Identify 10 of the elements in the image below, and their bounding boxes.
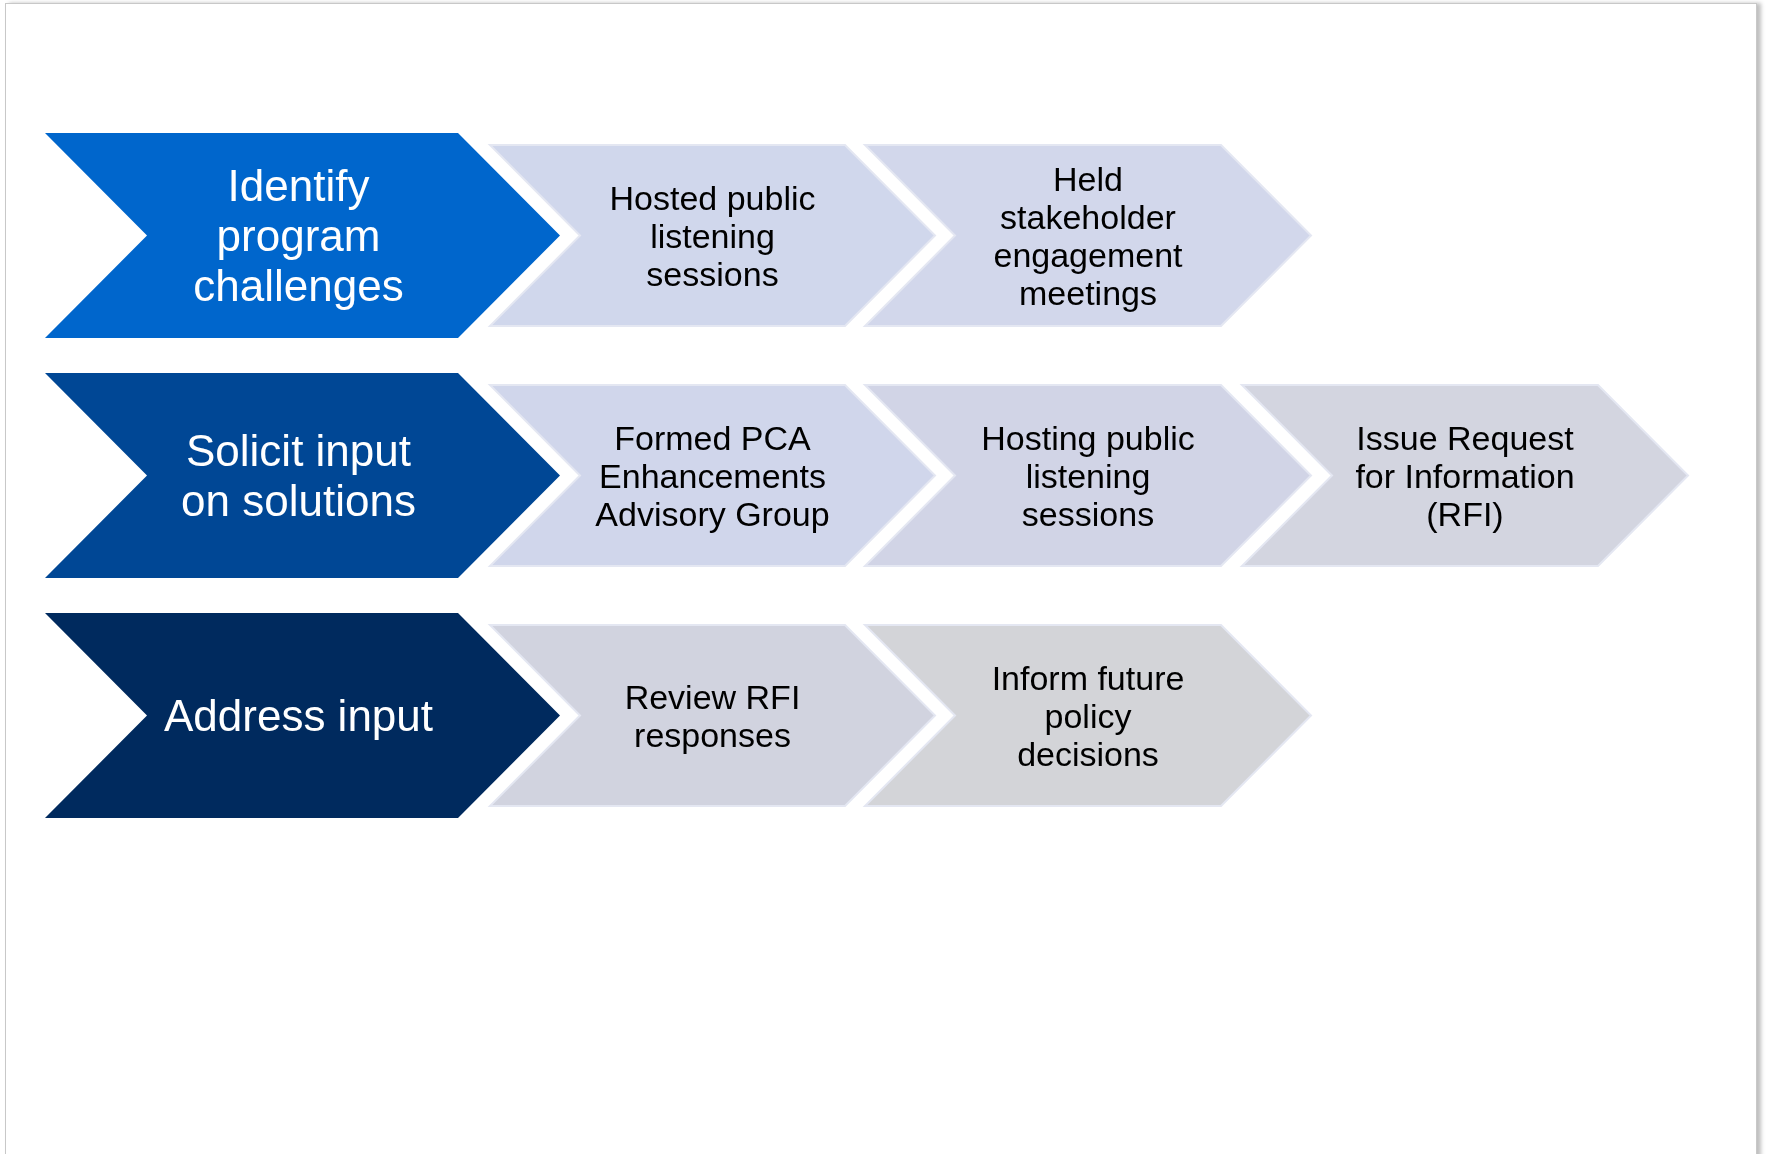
step-label: Inform future policy decisions bbox=[990, 658, 1186, 773]
step-label: Solicit input on solutions bbox=[180, 425, 417, 526]
step-label: Identify program challenges bbox=[192, 160, 405, 311]
step-label: Held stakeholder engagement meetings bbox=[992, 159, 1184, 312]
step-label: Issue Request for Information (RFI) bbox=[1354, 418, 1576, 533]
step-label: Review RFI responses bbox=[623, 677, 802, 754]
step-label: Address input bbox=[162, 690, 435, 741]
step-label: Formed PCA Enhancements Advisory Group bbox=[594, 418, 831, 533]
step-label: Hosted public listening sessions bbox=[608, 178, 817, 293]
step-label: Hosting public listening sessions bbox=[980, 418, 1196, 533]
